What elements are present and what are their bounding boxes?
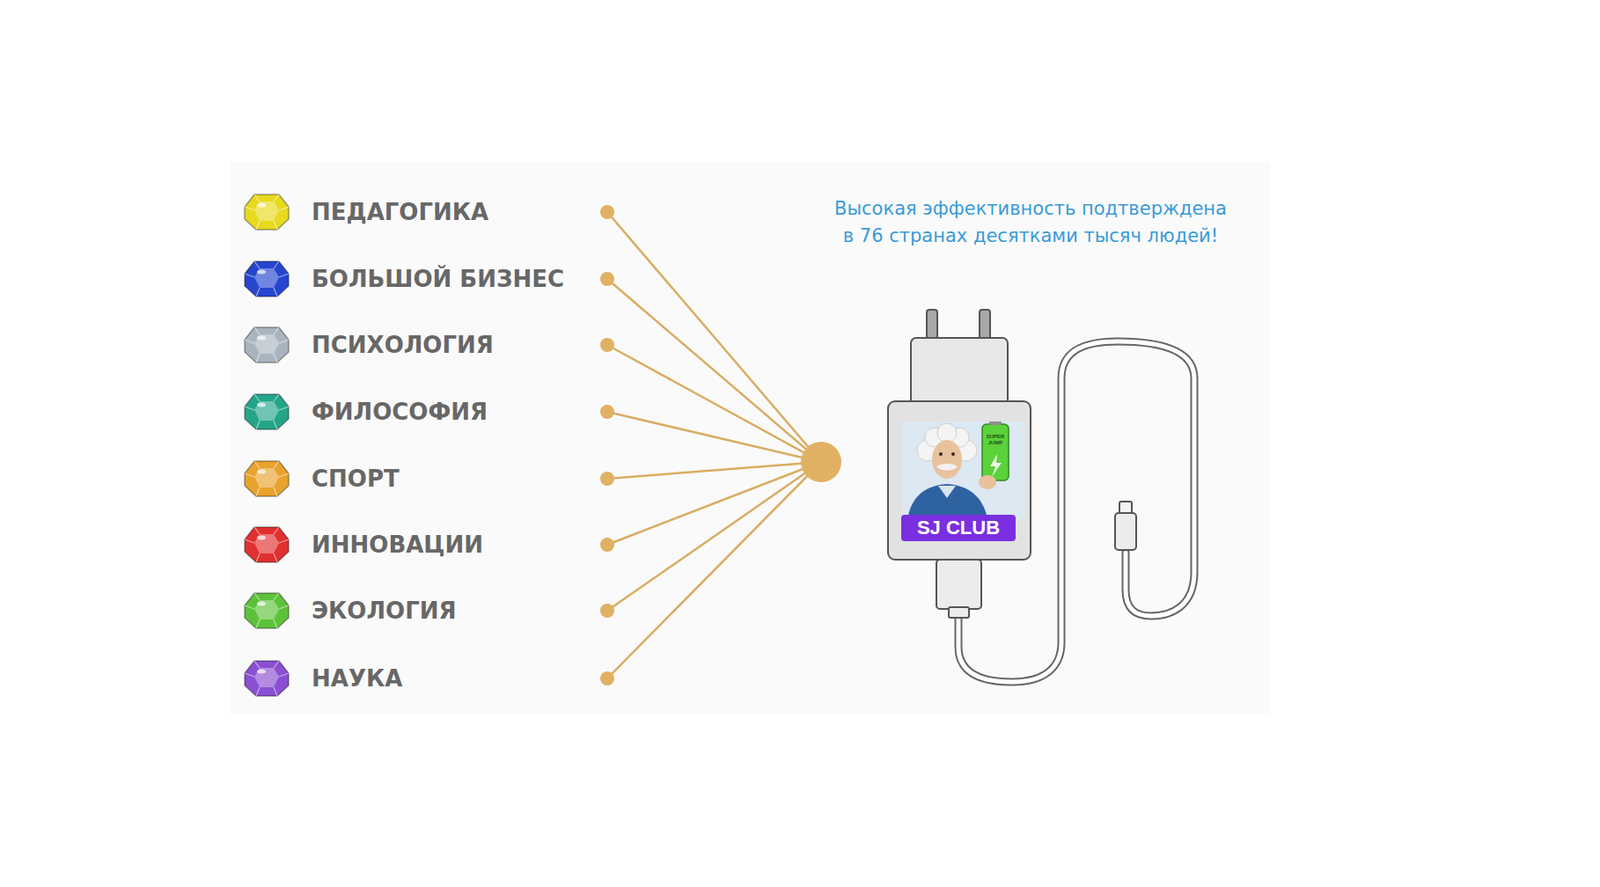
gem-icon: [244, 394, 289, 430]
face: [932, 440, 962, 479]
leader-line: [607, 278, 822, 463]
dot: [600, 404, 615, 419]
gem-icon: [244, 327, 289, 363]
badge-text: SJ CLUB: [910, 516, 1007, 540]
title-text: Высокая эффективность подтверждена в 76 …: [801, 195, 1260, 250]
battery: [982, 424, 1009, 481]
hub-dot: [800, 441, 842, 483]
gem-icon: [244, 527, 289, 563]
prong: [979, 309, 991, 342]
gem-icon: [244, 660, 289, 697]
leader-line: [607, 462, 822, 611]
gem-icon: [244, 593, 289, 629]
bolt: [990, 454, 1002, 478]
leader-line: [607, 411, 822, 463]
photo: [902, 421, 1026, 521]
dot: [600, 671, 615, 686]
dot: [600, 337, 615, 353]
charger-connector: [936, 559, 982, 610]
dot: [600, 537, 615, 552]
usb-plug: [1115, 513, 1137, 551]
gem-icon: [244, 461, 289, 497]
can-label: SUPER JUMP: [982, 433, 1009, 446]
hand: [978, 475, 997, 490]
leader-line: [607, 462, 822, 545]
eye: [951, 452, 955, 456]
hair: [937, 423, 957, 443]
dot: [600, 205, 615, 220]
gem-icon: [244, 194, 289, 230]
gem-icon: [244, 261, 289, 297]
gem-icons: [244, 194, 289, 697]
mustache: [936, 463, 958, 471]
area-label: БОЛЬШОЙ БИЗНЕС: [311, 264, 565, 294]
leader-line: [607, 212, 822, 463]
leader-line: [607, 462, 822, 679]
dot: [600, 271, 615, 287]
area-label: СПОРТ: [311, 464, 400, 493]
battery-cap: [989, 421, 1002, 426]
area-label: ФИЛОСОФИЯ: [311, 397, 488, 426]
charger: [888, 309, 1031, 618]
dots: [600, 205, 842, 686]
leader-lines: [607, 212, 822, 679]
badge-box: SJ CLUB: [901, 514, 1016, 542]
area-label: ЭКОЛОГИЯ: [311, 596, 456, 625]
prong: [926, 309, 938, 342]
charger-body: [888, 401, 1031, 560]
collar: [938, 485, 956, 499]
connector-neck: [948, 607, 969, 618]
leader-line: [607, 462, 822, 479]
area-label: ПСИХОЛОГИЯ: [311, 330, 494, 360]
area-label: ПЕДАГОГИКА: [311, 198, 489, 227]
panel: [229, 162, 1270, 715]
area-label: НАУКА: [311, 664, 403, 693]
dot: [600, 471, 615, 486]
leader-line: [607, 344, 822, 463]
eye: [939, 452, 943, 456]
plug-base: [910, 337, 1008, 405]
area-label: ИННОВАЦИИ: [311, 530, 484, 559]
dot: [600, 603, 615, 618]
